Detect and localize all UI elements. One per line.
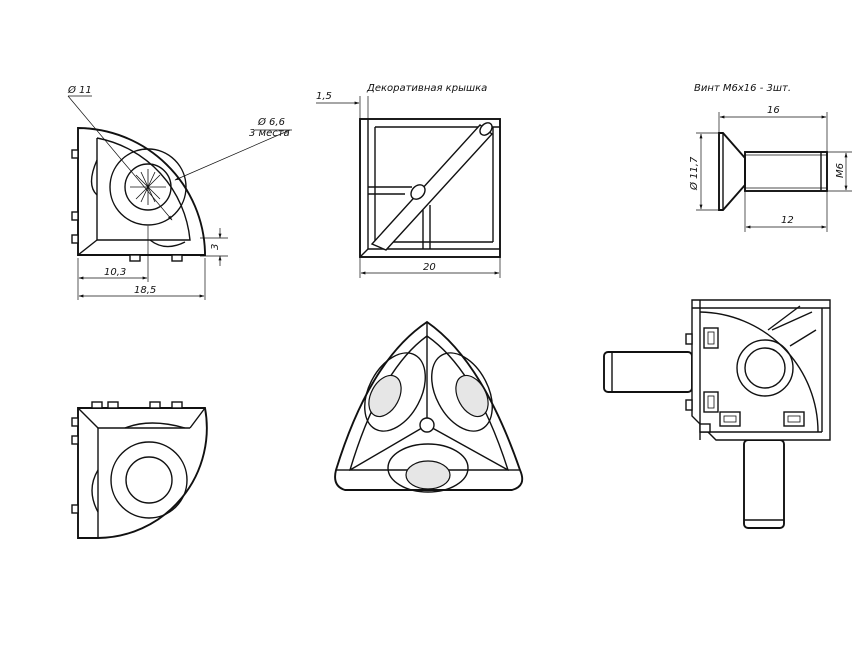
dim-hole-large: Ø 11 — [67, 84, 92, 96]
view-bottom-left — [71, 401, 208, 539]
view-screw — [696, 112, 852, 232]
view-bottom-center — [334, 320, 524, 493]
cap-title: Декоративная крышка — [366, 83, 487, 94]
dim-hole-small: Ø 6,6 — [257, 116, 285, 128]
dim-holes-note: 3 места — [249, 128, 290, 139]
view-bottom-right — [603, 299, 831, 529]
screw-title: Винт М6х16 - 3шт. — [694, 83, 791, 94]
screw-dim-head: Ø 11,7 — [688, 156, 700, 191]
screw-dim-shank: 12 — [781, 215, 794, 226]
view-top-left — [67, 95, 292, 300]
view-cap — [316, 96, 501, 278]
screw-dim-length: 16 — [767, 105, 780, 116]
cap-dim-width: 20 — [423, 262, 436, 273]
cap-dim-wall: 1,5 — [316, 91, 332, 102]
dim-width: 18,5 — [134, 285, 156, 296]
dim-offset: 10,3 — [104, 267, 126, 278]
screw-dim-thread: М6 — [835, 163, 846, 178]
dim-thickness: 3 — [210, 244, 221, 250]
